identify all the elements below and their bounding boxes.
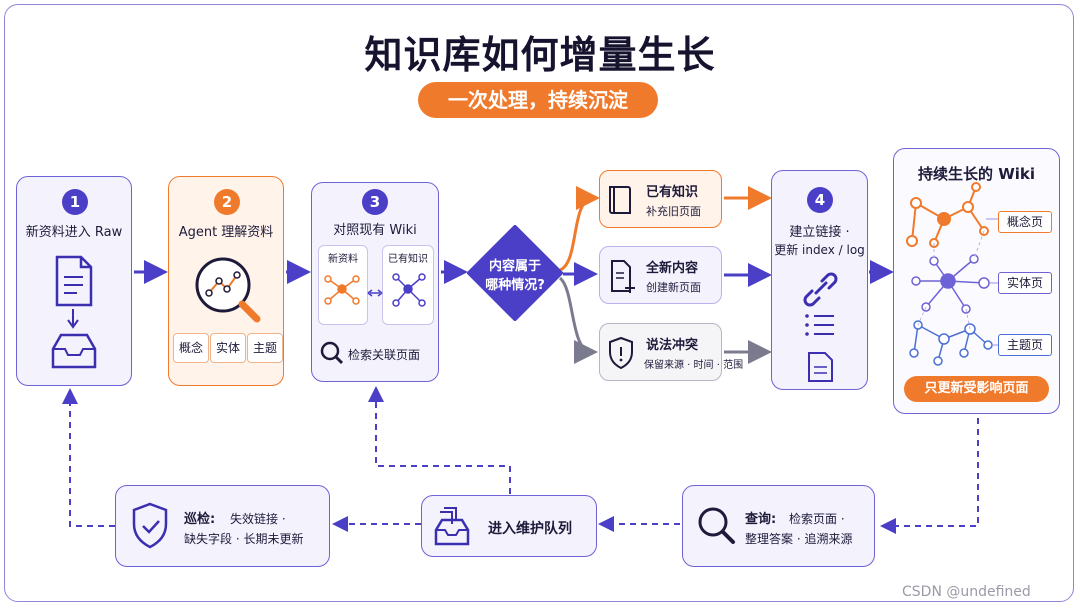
step-2-label: Agent 理解资料: [178, 225, 274, 240]
decision-line1: 内容属于: [488, 259, 541, 274]
arrow-d-opt1: [559, 186, 600, 272]
step-1-label: 新资料进入 Raw: [25, 225, 123, 240]
watermark: CSDN @undefined: [902, 584, 1031, 600]
wiki-card: 持续生长的 Wiki: [893, 148, 1060, 414]
dash-patrol-step1: [62, 388, 115, 527]
step-3-card: 3 对照现有 Wiki 新资料 已有知识 检索关联页面: [311, 182, 439, 382]
patrol-title: 巡检:: [184, 512, 216, 527]
query-title: 查询:: [745, 512, 777, 527]
queue-card: 进入维护队列: [421, 495, 597, 557]
link-list-doc-icons: [803, 272, 838, 382]
query-sub2: 整理答案 · 追溯来源: [745, 532, 853, 546]
option-existing: 已有知识 补充旧页面: [599, 170, 722, 228]
shield-check-icon: [132, 502, 168, 549]
step-2-card: 2 Agent 理解资料 概念 实体 主题: [168, 176, 284, 386]
patrol-sub1: 失效链接 ·: [230, 512, 286, 526]
option-existing-title: 已有知识: [646, 185, 699, 200]
knowledge-graph-icon: [906, 182, 998, 366]
search-icon: [698, 507, 735, 544]
step-1-card: 1 新资料进入 Raw: [16, 176, 132, 386]
queue-label: 进入维护队列: [488, 521, 572, 537]
new-material-label: 新资料: [328, 254, 358, 265]
patrol-card: 巡检: 失效链接 · 缺失字段 · 长期未更新: [115, 485, 330, 567]
step-1-number: 1: [62, 189, 88, 215]
new-document-icon: [611, 260, 635, 293]
page-title: 知识库如何增量生长: [364, 33, 716, 77]
step-2-number: 2: [214, 189, 240, 215]
compare-graph-icon: [320, 273, 426, 365]
book-icon: [609, 186, 631, 214]
step-4-card: 4 建立链接 · 更新 index / log: [771, 170, 868, 390]
option-new: 全新内容 创建新页面: [599, 246, 722, 304]
option-conflict-title: 说法冲突: [646, 338, 699, 353]
decision-diamond: [467, 225, 563, 321]
step-3-label: 对照现有 Wiki: [333, 223, 417, 238]
option-conflict-sub: 保留来源 · 时间 · 范围: [644, 360, 744, 371]
option-existing-sub: 补充旧页面: [646, 205, 701, 218]
frame: [4, 4, 1074, 602]
search-related-label: 检索关联页面: [348, 348, 421, 362]
legend-concept: 概念页: [998, 211, 1052, 233]
arrow-d-opt3: [558, 276, 598, 364]
patrol-sub2: 缺失字段 · 长期未更新: [184, 532, 304, 546]
query-sub1: 检索页面 ·: [789, 512, 845, 526]
step-4-line1: 建立链接 ·: [789, 225, 850, 240]
legend-entity: 实体页: [998, 272, 1052, 294]
tag-entity: 实体: [210, 333, 246, 363]
query-card: 查询: 检索页面 · 整理答案 · 追溯来源: [682, 485, 875, 567]
step-3-number: 3: [362, 189, 388, 215]
dash-wiki-query: [880, 418, 979, 534]
document-inbox-icon: [51, 255, 97, 369]
option-new-title: 全新内容: [646, 261, 699, 276]
decision-line2: 哪种情况?: [485, 278, 545, 293]
magnifier-graph-icon: [195, 257, 261, 323]
subtitle-pill: 一次处理，持续沉淀: [418, 82, 658, 118]
wiki-footer-pill: 只更新受影响页面: [904, 376, 1049, 402]
inbox-queue-icon: [434, 507, 470, 546]
existing-knowledge-label: 已有知识: [388, 254, 428, 265]
option-conflict: 说法冲突 保留来源 · 时间 · 范围: [599, 323, 743, 381]
shield-alert-icon: [609, 336, 633, 370]
step-4-line2: 更新 index / log: [774, 243, 865, 257]
tag-topic: 主题: [247, 333, 283, 363]
wiki-title: 持续生长的 Wiki: [917, 165, 1036, 183]
option-new-sub: 创建新页面: [646, 281, 701, 294]
legend-topic: 主题页: [998, 334, 1052, 356]
tag-concept: 概念: [173, 333, 209, 363]
dash-queue-step3: [368, 386, 511, 494]
step-4-number: 4: [807, 187, 833, 213]
